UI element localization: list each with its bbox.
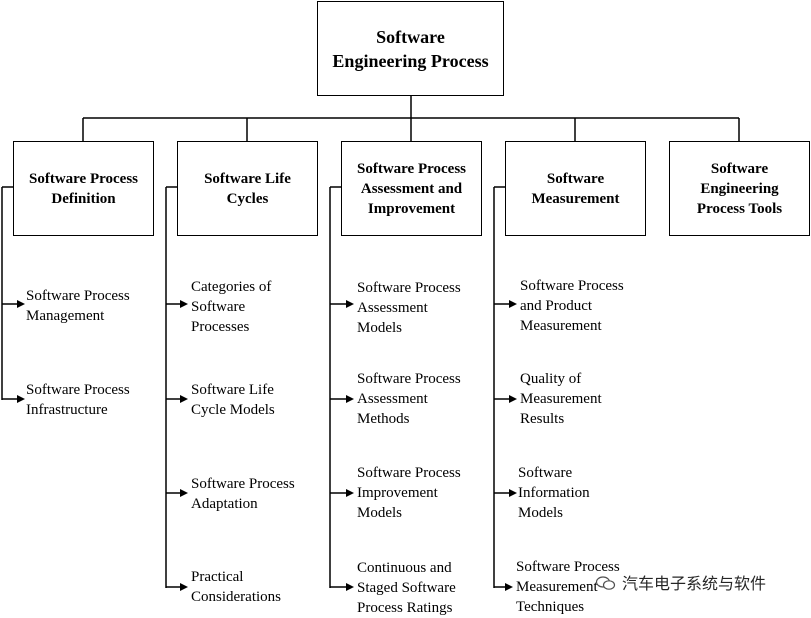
leaf-item: Software Process Measurement Techniques [516, 559, 620, 615]
arrow-head [180, 300, 188, 308]
leaf-item: Software Life Cycle Models [191, 382, 275, 418]
arrow-head [180, 395, 188, 403]
leaf-item: Quality of Measurement Results [520, 371, 602, 427]
leaf-item: Software Process Assessment Models [357, 280, 461, 336]
watermark-text: 汽车电子系统与软件 [622, 574, 767, 593]
arrow-head [180, 583, 188, 591]
wechat-icon [596, 576, 616, 590]
leaf-item: Software Process Infrastructure [26, 382, 130, 418]
leaf-item: Software Process Management [26, 288, 130, 324]
category-label: Software Process Assessment and Improvem… [357, 160, 466, 217]
root-node-title: Software Engineering Process [332, 26, 489, 71]
category-label: Software Process Definition [29, 170, 138, 207]
leaf-item: Software Process and Product Measurement [520, 278, 624, 334]
category-software-life-cycles: Software Life Cycles [177, 141, 318, 236]
arrow-head [509, 300, 517, 308]
leaf-item: Software Process Assessment Methods [357, 371, 461, 427]
leaf-item: Software Process Adaptation [191, 476, 295, 512]
root-node-box: Software Engineering Process [317, 1, 504, 96]
arrow-head [346, 395, 354, 403]
category-label: Software Life Cycles [204, 170, 291, 207]
arrow-head [346, 489, 354, 497]
leaf-item: Software Process Improvement Models [357, 465, 461, 521]
leaf-item: Practical Considerations [191, 569, 281, 605]
arrow-head [17, 395, 25, 403]
arrow-head [505, 583, 513, 591]
arrow-head [17, 300, 25, 308]
leaf-item: Continuous and Staged Software Process R… [357, 560, 456, 616]
category-label: Software Engineering Process Tools [696, 160, 783, 217]
watermark: 汽车电子系统与软件 [596, 570, 766, 594]
category-process-assessment-improvement: Software Process Assessment and Improvem… [341, 141, 482, 236]
leaf-item: Categories of Software Processes [191, 279, 272, 335]
leaf-item: Software Information Models [518, 465, 590, 521]
arrow-head [346, 300, 354, 308]
arrow-head [509, 395, 517, 403]
category-label: Software Measurement [531, 170, 620, 207]
category-software-measurement: Software Measurement [505, 141, 646, 236]
arrow-head [346, 583, 354, 591]
category-process-tools: Software Engineering Process Tools [669, 141, 810, 236]
arrow-head [180, 489, 188, 497]
category-software-process-definition: Software Process Definition [13, 141, 154, 236]
arrow-head [509, 489, 517, 497]
